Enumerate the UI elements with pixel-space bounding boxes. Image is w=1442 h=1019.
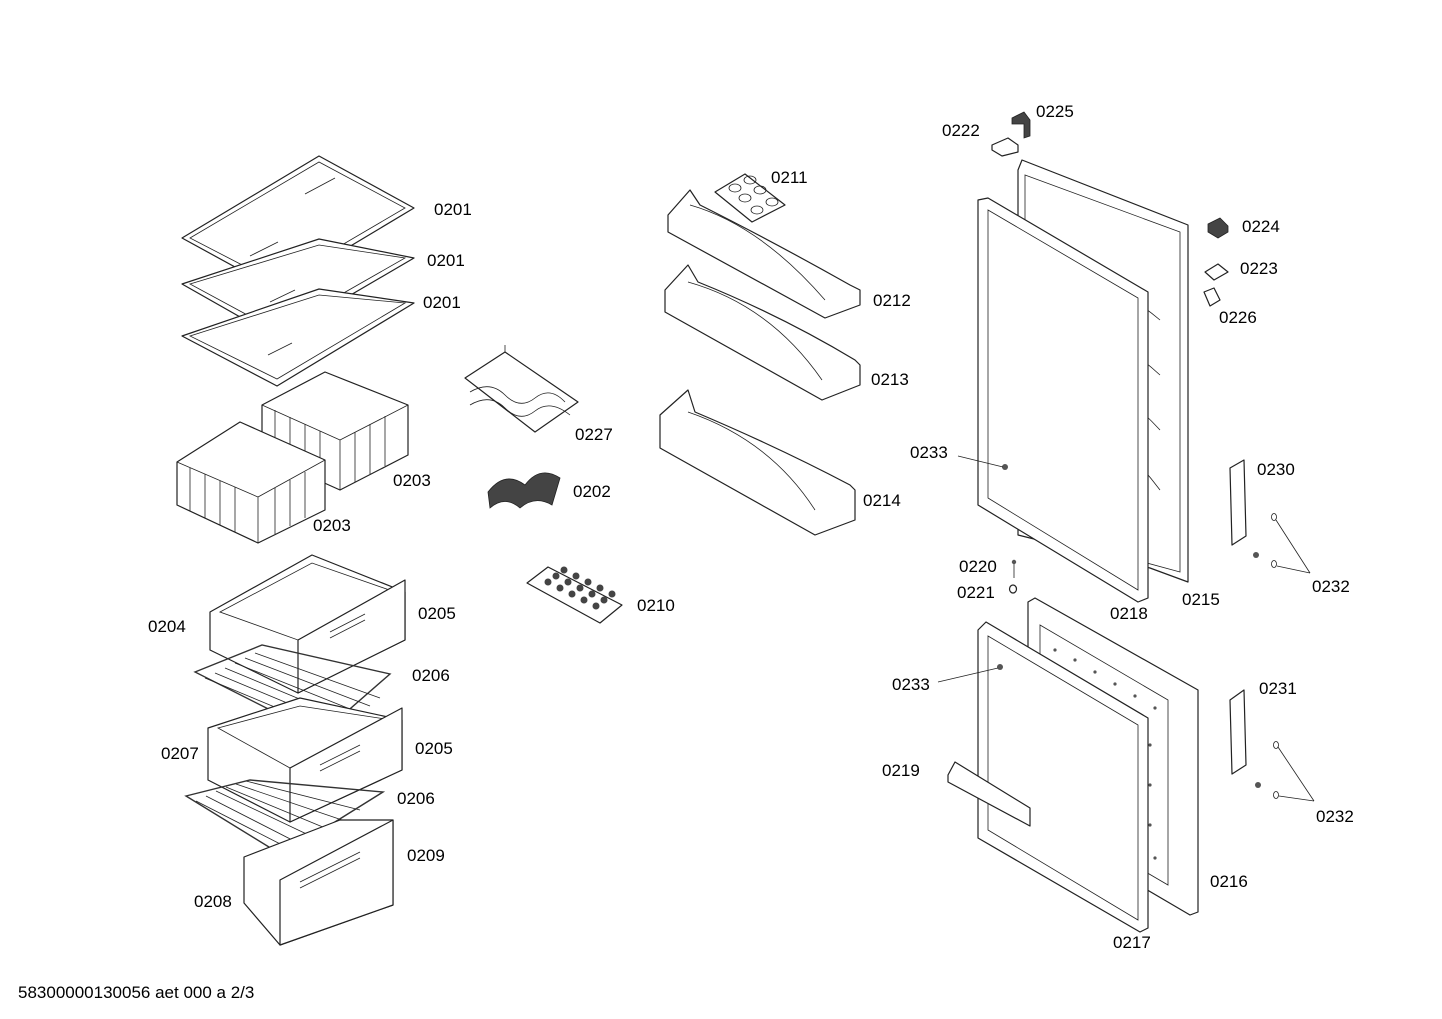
label-0221: 0221 xyxy=(957,583,995,602)
door-shelf-large xyxy=(659,389,856,536)
label-0219: 0219 xyxy=(882,761,920,780)
crisper-drawer-upper xyxy=(209,554,406,694)
label-0233b: 0233 xyxy=(892,675,930,694)
crisper-drawer-middle xyxy=(207,697,403,823)
label-0210: 0210 xyxy=(637,596,675,615)
part-labels: 0201 0201 0201 0203 0203 0204 0205 0206 … xyxy=(148,102,1354,952)
hinge-cover-0222 xyxy=(991,137,1019,157)
label-0204: 0204 xyxy=(148,617,186,636)
fridge-door-gasket xyxy=(977,197,1149,603)
label-0232b: 0232 xyxy=(1316,807,1354,826)
label-0206b: 0206 xyxy=(397,789,435,808)
label-0201c: 0201 xyxy=(423,293,461,312)
label-0207: 0207 xyxy=(161,744,199,763)
label-0231: 0231 xyxy=(1259,679,1297,698)
label-0226: 0226 xyxy=(1219,308,1257,327)
glass-shelf-3 xyxy=(181,288,415,387)
label-0201b: 0201 xyxy=(427,251,465,270)
egg-tray xyxy=(714,173,786,223)
freezer-drawer xyxy=(243,819,394,946)
label-0208: 0208 xyxy=(194,892,232,911)
handle-lower-0231 xyxy=(1229,689,1279,799)
screw-0220 xyxy=(1011,559,1017,578)
label-0216: 0216 xyxy=(1210,872,1248,891)
bushing-0226 xyxy=(1203,287,1221,307)
label-0217: 0217 xyxy=(1113,933,1151,952)
label-0233a: 0233 xyxy=(910,443,948,462)
label-0232a: 0232 xyxy=(1312,577,1350,596)
leader-lines xyxy=(937,455,1315,802)
hinge-cover-0223 xyxy=(1204,263,1229,281)
hinge-0225 xyxy=(1011,111,1031,139)
label-0212: 0212 xyxy=(873,291,911,310)
hinge-0224 xyxy=(1207,217,1229,239)
wire-grid-lower xyxy=(184,779,386,856)
label-0218: 0218 xyxy=(1110,604,1148,623)
label-0225: 0225 xyxy=(1036,102,1074,121)
wire-basket-front xyxy=(176,421,326,544)
freezer-door-gasket xyxy=(977,621,1149,933)
freezer-flap-0219 xyxy=(947,761,1031,827)
label-0223: 0223 xyxy=(1240,259,1278,278)
label-0209: 0209 xyxy=(407,846,445,865)
label-0230: 0230 xyxy=(1257,460,1295,479)
label-0203a: 0203 xyxy=(393,471,431,490)
label-0201a: 0201 xyxy=(434,200,472,219)
door-shelf-small xyxy=(667,189,861,319)
label-0220: 0220 xyxy=(959,557,997,576)
label-0213: 0213 xyxy=(871,370,909,389)
label-0222: 0222 xyxy=(942,121,980,140)
label-0203b: 0203 xyxy=(313,516,351,535)
label-0206a: 0206 xyxy=(412,666,450,685)
label-0205b: 0205 xyxy=(415,739,453,758)
label-0224: 0224 xyxy=(1242,217,1280,236)
washer-0221 xyxy=(1008,584,1018,594)
label-0227: 0227 xyxy=(575,425,613,444)
door-shelf-medium xyxy=(664,264,861,401)
ice-cube-tray xyxy=(526,566,623,624)
label-0202: 0202 xyxy=(573,482,611,501)
bottle-holder-mat xyxy=(487,472,561,509)
label-0205a: 0205 xyxy=(418,604,456,623)
document-footer: 58300000130056 aet 000 a 2/3 xyxy=(18,983,254,1002)
label-0211: 0211 xyxy=(771,168,808,187)
handle-upper-0230 xyxy=(1229,459,1277,568)
label-0215: 0215 xyxy=(1182,590,1220,609)
label-0214: 0214 xyxy=(863,491,901,510)
bottle-rack xyxy=(464,345,579,433)
